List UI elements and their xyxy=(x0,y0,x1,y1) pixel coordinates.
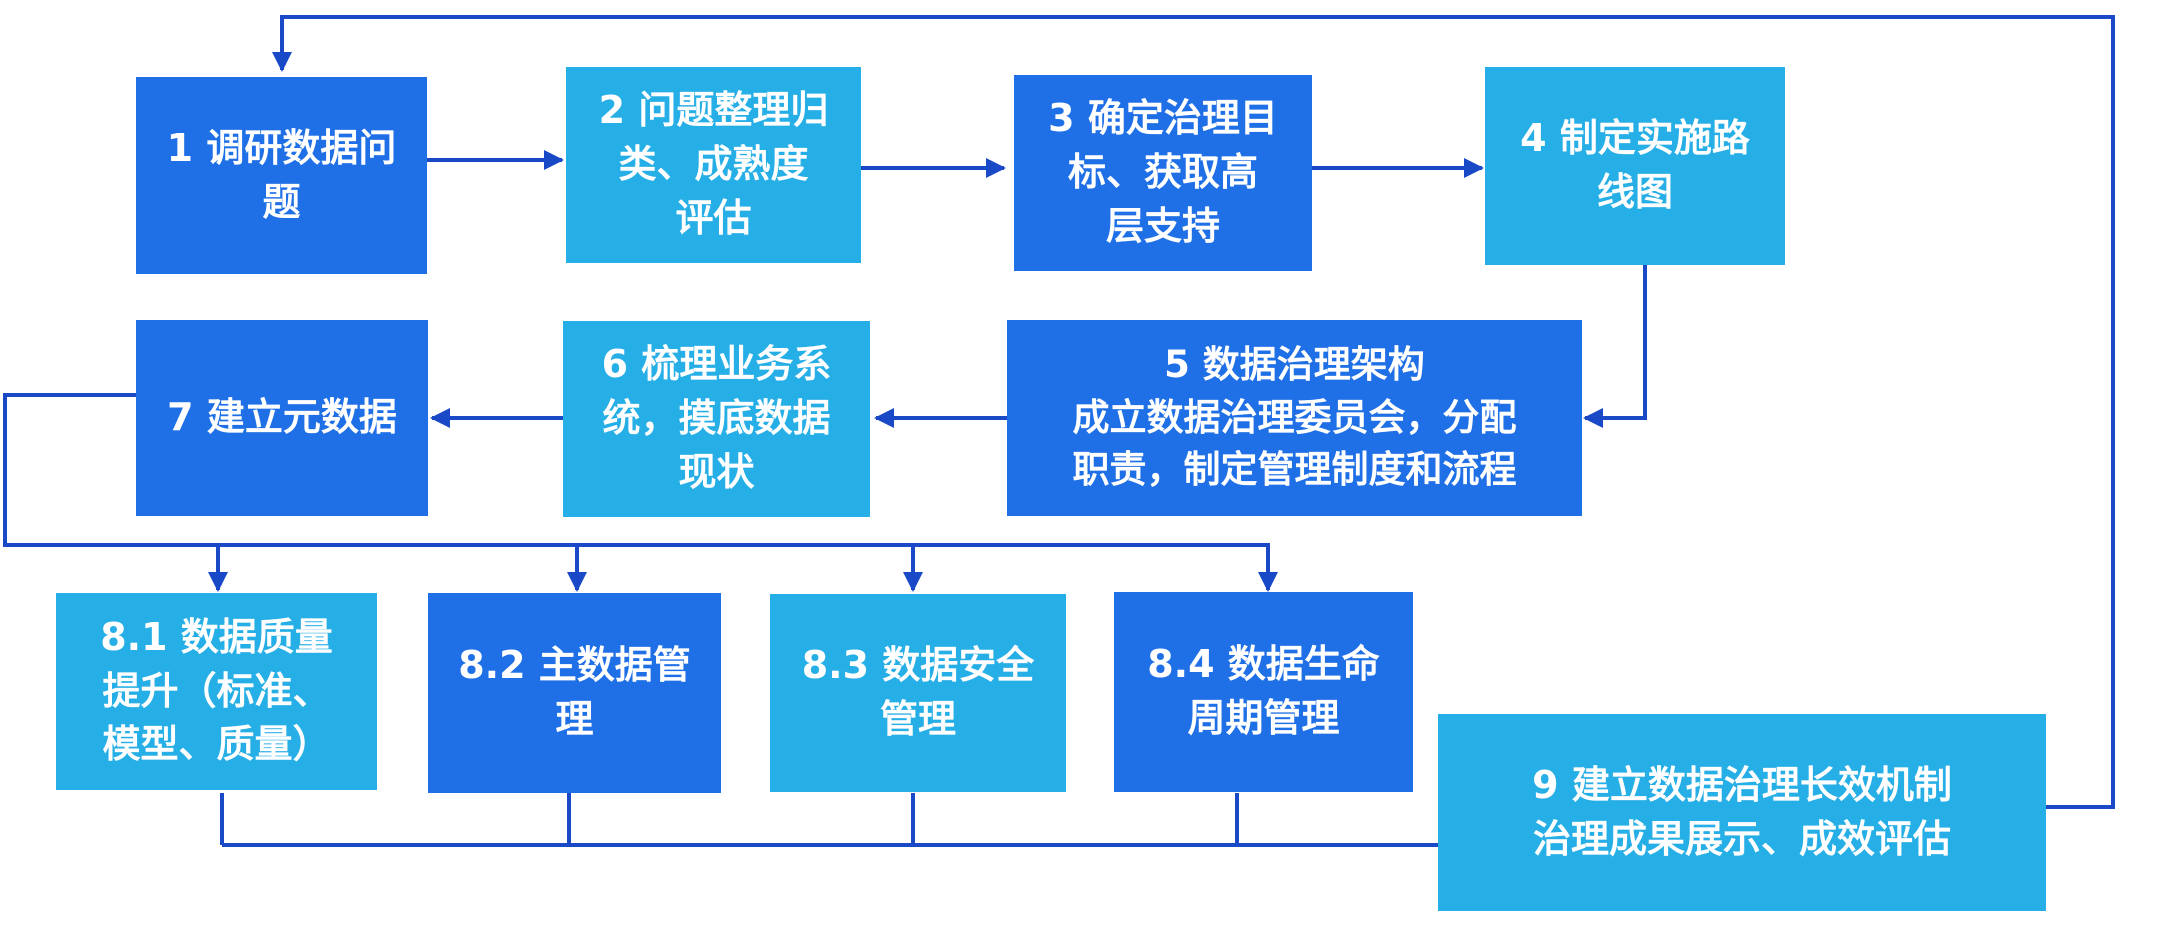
step-8-2-box: 8.2 主数据管 理 xyxy=(428,593,721,793)
step-4-box: 4 制定实施路 线图 xyxy=(1485,67,1785,265)
step-8-4-box: 8.4 数据生命 周期管理 xyxy=(1114,592,1413,792)
step-3-box: 3 确定治理目 标、获取高 层支持 xyxy=(1014,75,1312,271)
step-7-label: 7 建立元数据 xyxy=(167,395,397,440)
step-2-box: 2 问题整理归 类、成熟度 评估 xyxy=(566,67,861,263)
step-8-3-label: 8.3 数据安全 管理 xyxy=(801,643,1035,741)
step-8-2-label: 8.2 主数据管 理 xyxy=(458,643,691,741)
step-8-1-label: 8.1 数据质量 提升（标准、 模型、质量） xyxy=(100,614,333,767)
step-2-label: 2 问题整理归 类、成熟度 评估 xyxy=(598,88,829,240)
arrow-4-to-5 xyxy=(1583,265,1647,428)
line-7-to-bus xyxy=(3,393,1270,547)
step-6-label: 6 梳理业务系 统，摸底数据 现状 xyxy=(601,342,832,494)
step-1-label: 1 调研数据问 题 xyxy=(166,125,397,224)
step-8-3-box: 8.3 数据安全 管理 xyxy=(770,594,1066,792)
step-5-label: 5 数据治理架构 成立数据治理委员会，分配 职责，制定管理制度和流程 xyxy=(1072,343,1517,492)
step-8-1-box: 8.1 数据质量 提升（标准、 模型、质量） xyxy=(56,593,377,790)
arrow-9-loop-to-1 xyxy=(272,15,2115,809)
step-6-box: 6 梳理业务系 统，摸底数据 现状 xyxy=(563,321,870,517)
step-9-label: 9 建立数据治理长效机制 治理成果展示、成效评估 xyxy=(1532,762,1952,861)
step-4-label: 4 制定实施路 线图 xyxy=(1520,116,1750,214)
step-7-box: 7 建立元数据 xyxy=(136,320,428,516)
step-3-label: 3 确定治理目 标、获取高 层支持 xyxy=(1048,96,1278,248)
step-1-box: 1 调研数据问 题 xyxy=(136,77,427,274)
step-8-4-label: 8.4 数据生命 周期管理 xyxy=(1147,642,1380,740)
step-9-box: 9 建立数据治理长效机制 治理成果展示、成效评估 xyxy=(1438,714,2046,911)
step-5-box: 5 数据治理架构 成立数据治理委员会，分配 职责，制定管理制度和流程 xyxy=(1007,320,1582,516)
